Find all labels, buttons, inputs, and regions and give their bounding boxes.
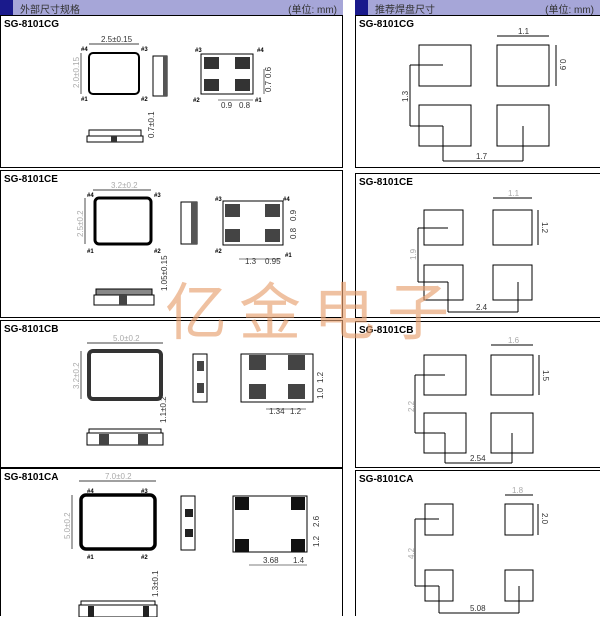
svg-text:1.6: 1.6: [508, 336, 520, 345]
land-section-sg8101cb: SG-8101CB 1.6 1.5 2.2 2.54: [355, 321, 600, 468]
svg-text:1.3: 1.3: [401, 90, 410, 102]
svg-text:#3: #3: [141, 489, 148, 495]
package-drawing: 7.0±0.2 5.0±0.2 #4 #3 #1 #2 3.68 1.4 2.6 1…: [63, 472, 321, 617]
recommended-land-pattern-panel: 推荐焊盘尺寸 (单位: mm) SG-8101CG 1.1 0.9 1.3 1.…: [355, 0, 600, 616]
svg-text:4.2: 4.2: [407, 547, 416, 559]
svg-text:5.0±0.2: 5.0±0.2: [63, 512, 72, 539]
package-drawing: 2.5±0.15 2.0±0.15 #4 #3 #1 #2 #3 #4 #2 #1 0.…: [72, 35, 273, 143]
svg-text:0.7±0.1: 0.7±0.1: [147, 111, 156, 138]
svg-text:5.0±0.2: 5.0±0.2: [113, 334, 140, 343]
svg-text:2.5±0.15: 2.5±0.15: [101, 35, 133, 44]
svg-text:#2: #2: [193, 98, 200, 104]
svg-text:2.6: 2.6: [312, 515, 321, 527]
model-name: SG-8101CA: [4, 472, 59, 483]
svg-text:1.0: 1.0: [316, 387, 325, 399]
svg-text:7.0±0.2: 7.0±0.2: [105, 472, 132, 481]
svg-text:1.2: 1.2: [290, 407, 302, 416]
header-marker: [355, 0, 368, 15]
svg-text:#4: #4: [81, 47, 88, 53]
svg-text:3.2±0.2: 3.2±0.2: [72, 362, 81, 389]
svg-text:1.7: 1.7: [476, 152, 488, 161]
land-pattern-drawing: 1.6 1.5 2.2 2.54: [407, 336, 550, 464]
svg-text:2.0: 2.0: [540, 513, 549, 525]
model-name: SG-8101CE: [359, 177, 413, 188]
svg-text:1.3: 1.3: [245, 257, 257, 266]
model-name: SG-8101CB: [4, 324, 59, 335]
svg-text:1.2: 1.2: [312, 535, 321, 547]
header-marker: [0, 0, 13, 15]
svg-text:0.9: 0.9: [221, 101, 233, 110]
svg-text:0.9: 0.9: [558, 59, 567, 71]
svg-text:5.08: 5.08: [470, 604, 486, 613]
package-drawing: 3.2±0.2 2.5±0.2 #4#3 #1#2 #3#4 #2#1 1.3 …: [76, 181, 298, 306]
svg-text:0.8: 0.8: [239, 101, 251, 110]
svg-text:0.95: 0.95: [265, 257, 281, 266]
package-drawing: 5.0±0.2 3.2±0.2 1.34 1.2 1.2 1.0 1.1±0.2: [72, 334, 325, 446]
svg-text:0.9: 0.9: [289, 209, 298, 221]
panel-header: 推荐焊盘尺寸 (单位: mm): [355, 0, 600, 16]
svg-text:1.2: 1.2: [540, 222, 549, 234]
land-section-sg8101ca: SG-8101CA 1.8 2.0 4.2 5.08: [355, 470, 600, 616]
svg-text:1.9: 1.9: [409, 248, 418, 260]
svg-text:0.8: 0.8: [289, 227, 298, 239]
svg-text:#4: #4: [87, 193, 94, 199]
section-sg8101ce: SG-8101CE 3.2±0.2 2.5±0.2 #4 #3 #1 #2 #3 #4…: [0, 170, 343, 318]
svg-text:#2: #2: [215, 249, 222, 255]
svg-text:#1: #1: [87, 249, 94, 255]
svg-text:#2: #2: [141, 97, 148, 103]
svg-text:1.34: 1.34: [269, 407, 285, 416]
model-name: SG-8101CA: [359, 474, 414, 485]
svg-text:#4: #4: [87, 489, 94, 495]
model-name: SG-8101CE: [4, 174, 58, 185]
external-dimensions-panel: 外部尺寸规格 (单位: mm) SG-8101CG 2.5±0.15 2.0±0…: [0, 0, 343, 617]
svg-text:0.7: 0.7: [264, 80, 273, 92]
svg-text:1.4: 1.4: [293, 556, 305, 565]
unit-label: (单位: mm): [545, 5, 594, 16]
svg-text:#2: #2: [141, 555, 148, 561]
svg-text:1.8: 1.8: [512, 486, 524, 495]
svg-text:1.1: 1.1: [518, 27, 530, 36]
svg-text:1.05±0.15: 1.05±0.15: [160, 255, 169, 291]
section-sg8101cb: SG-8101CB 5.0±0.2 3.2±0.2 1.34 1.2 1.2 1…: [0, 320, 343, 468]
svg-text:3.68: 3.68: [263, 556, 279, 565]
model-name: SG-8101CG: [4, 19, 60, 30]
land-section-sg8101cg: SG-8101CG 1.1 0.9 1.3 1.7: [355, 15, 600, 168]
svg-text:1.1±0.2: 1.1±0.2: [159, 396, 168, 423]
svg-text:#3: #3: [195, 48, 202, 54]
svg-text:1.1: 1.1: [508, 189, 520, 198]
svg-text:#4: #4: [257, 48, 264, 54]
svg-text:#3: #3: [215, 197, 222, 203]
svg-text:#1: #1: [255, 98, 262, 104]
svg-text:2.2: 2.2: [407, 400, 416, 412]
svg-text:2.5±0.2: 2.5±0.2: [76, 210, 85, 237]
svg-text:2.0±0.15: 2.0±0.15: [72, 56, 81, 88]
panel-title: 外部尺寸规格: [20, 5, 80, 16]
svg-text:1.3±0.1: 1.3±0.1: [151, 570, 160, 597]
svg-text:#3: #3: [154, 193, 161, 199]
model-name: SG-8101CB: [359, 325, 414, 336]
svg-text:#1: #1: [81, 97, 88, 103]
land-pattern-drawing: 1.1 0.9 1.3 1.7: [401, 27, 567, 162]
land-section-sg8101ce: SG-8101CE 1.1 1.2 1.9 2.4: [355, 173, 600, 318]
section-sg8101cg: SG-8101CG 2.5±0.15 2.0±0.15 #4 #3 #1 #2 #3…: [0, 15, 343, 168]
svg-text:0.6: 0.6: [264, 66, 273, 78]
svg-text:#1: #1: [87, 555, 94, 561]
panel-title: 推荐焊盘尺寸: [375, 5, 435, 16]
svg-text:3.2±0.2: 3.2±0.2: [111, 181, 138, 190]
svg-text:#3: #3: [141, 47, 148, 53]
svg-text:2.4: 2.4: [476, 303, 488, 312]
svg-text:1.5: 1.5: [541, 370, 550, 382]
section-sg8101ca: SG-8101CA 7.0±0.2 5.0±0.2 #4 #3 #1 #2 3.68…: [0, 468, 343, 617]
unit-label: (单位: mm): [288, 5, 337, 16]
svg-text:1.2: 1.2: [316, 371, 325, 383]
svg-text:#1: #1: [285, 253, 292, 259]
svg-text:#2: #2: [154, 249, 161, 255]
land-pattern-drawing: 1.1 1.2 1.9 2.4: [409, 189, 549, 313]
svg-text:#4: #4: [283, 197, 290, 203]
panel-header: 外部尺寸规格 (单位: mm): [0, 0, 343, 16]
land-pattern-drawing: 1.8 2.0 4.2 5.08: [407, 486, 549, 614]
svg-text:2.54: 2.54: [470, 454, 486, 463]
model-name: SG-8101CG: [359, 19, 415, 30]
